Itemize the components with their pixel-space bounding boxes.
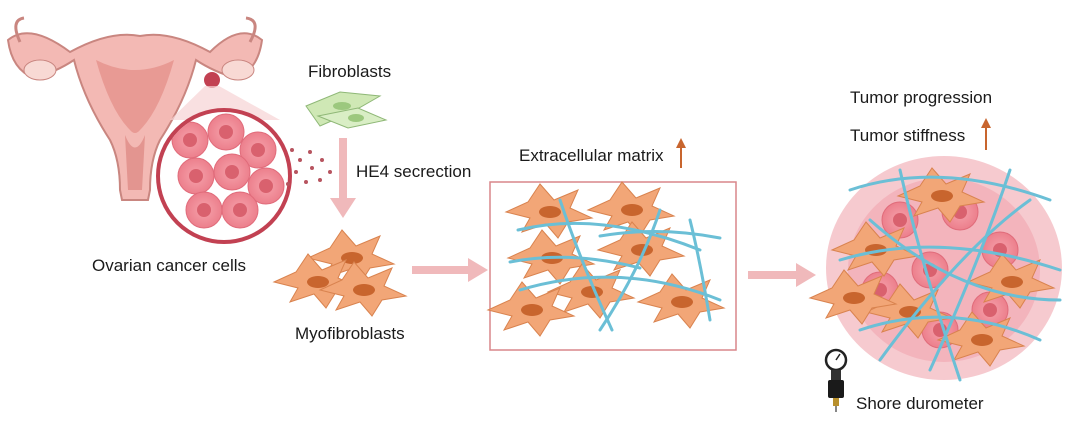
myofibroblast-cells	[273, 229, 407, 317]
fibroblasts-label: Fibroblasts	[308, 62, 392, 81]
secretion-dots	[286, 148, 332, 186]
arrow-to-ecm	[412, 258, 488, 282]
uterus-illustration	[6, 16, 264, 201]
hs4-down-arrow	[330, 138, 356, 218]
tumor-mass	[809, 156, 1062, 382]
shore-durometer-label: Shore durometer	[856, 394, 984, 413]
ecm-up-arrow	[676, 138, 686, 168]
stiffness-up-arrow	[981, 118, 991, 150]
tumor-spot	[204, 72, 220, 88]
shore-durometer-icon	[824, 348, 848, 412]
myofibroblasts-label: Myofibroblasts	[295, 324, 405, 343]
ovarian-cancer-cells-label: Ovarian cancer cells	[92, 256, 247, 275]
arrow-to-tumor	[748, 263, 816, 287]
tumor-progression-label: Tumor progression	[850, 88, 993, 107]
extracellular-matrix-box	[487, 181, 737, 351]
extracellular-matrix-label: Extracellular matrix	[519, 146, 664, 165]
tumor-stiffness-label: Tumor stiffness	[850, 126, 966, 145]
cancer-cell-magnifier	[156, 108, 292, 244]
hs4-secretion-label: HE4 secrection	[356, 162, 472, 181]
fibroblast-cells	[305, 91, 388, 129]
